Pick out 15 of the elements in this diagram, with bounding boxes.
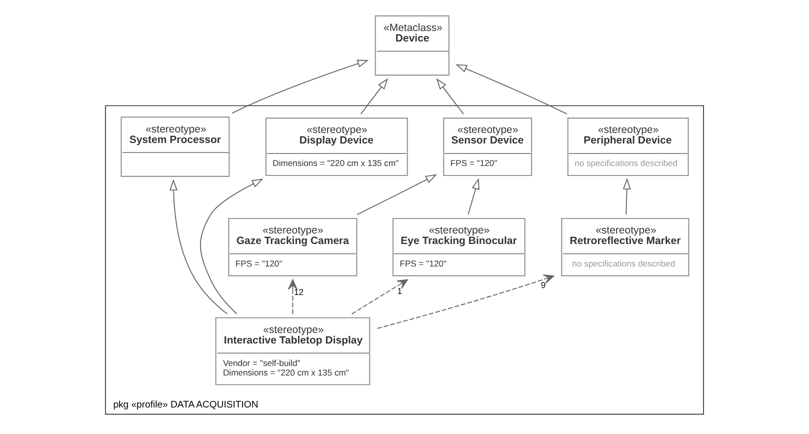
arrow xyxy=(436,78,464,115)
arrow xyxy=(356,174,438,216)
arrow xyxy=(622,178,631,215)
arrow xyxy=(468,178,480,215)
edge-label: 9 xyxy=(540,280,546,290)
arrow xyxy=(170,179,228,314)
arrow xyxy=(288,279,298,314)
arrow xyxy=(351,279,408,314)
edge-label: 1 xyxy=(397,286,402,296)
arrow xyxy=(200,178,264,314)
arrow xyxy=(232,60,369,114)
arrow xyxy=(360,78,388,115)
arrow xyxy=(455,64,568,115)
arrow xyxy=(376,274,554,329)
edge-label: 12 xyxy=(294,286,304,297)
